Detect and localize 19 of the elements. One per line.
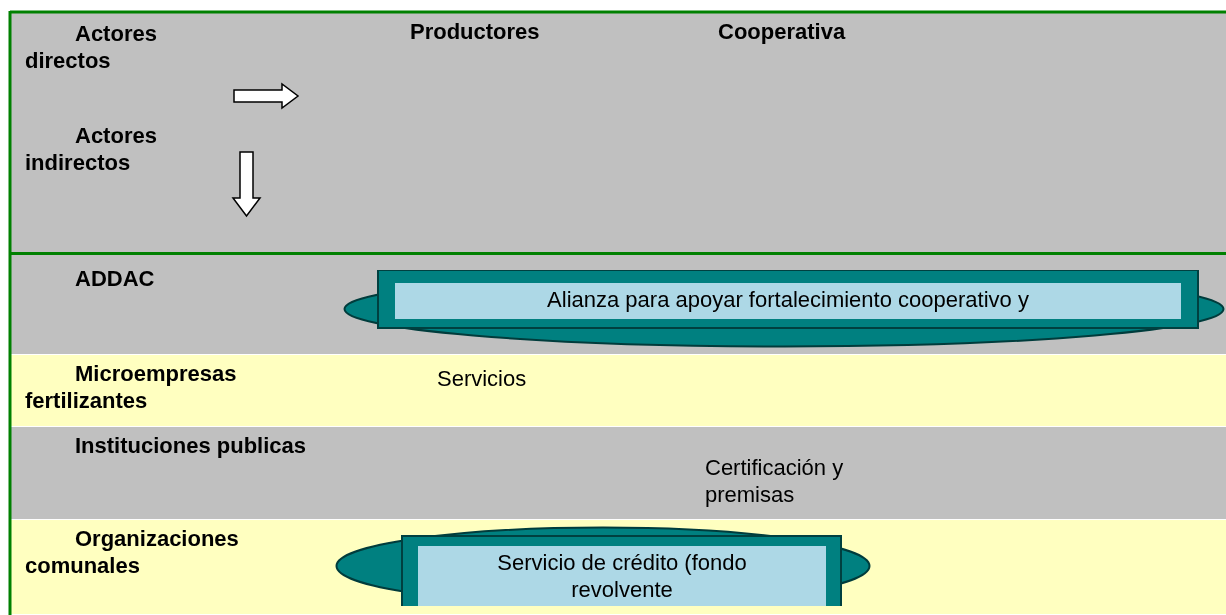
ellipse-callout [343,270,1225,348]
row-band [10,12,1226,255]
row-band [10,427,1226,520]
column-heading: Cooperativa [718,18,846,45]
row-heading: Actores indirectos [25,122,158,176]
row-heading: Instituciones publicas [74,432,308,459]
ellipse-callout [335,526,871,606]
row-band [10,520,1226,615]
column-heading: Productores [410,18,540,45]
cell-text: Certificación y premisas [705,454,845,508]
row-band [10,355,1226,427]
cell-text: Servicios [437,365,527,392]
row-heading: Microempresas fertilizantes [25,360,238,414]
callout-text: Alianza para apoyar fortalecimiento cooperativo y [395,283,1181,319]
row-band [10,255,1226,355]
row-heading: Organizaciones comunales [25,525,240,579]
callout-text: Servicio de crédito (fondo revolvente [418,546,826,606]
row-heading: Actores directos [25,20,158,74]
row-heading: ADDAC [74,265,156,292]
